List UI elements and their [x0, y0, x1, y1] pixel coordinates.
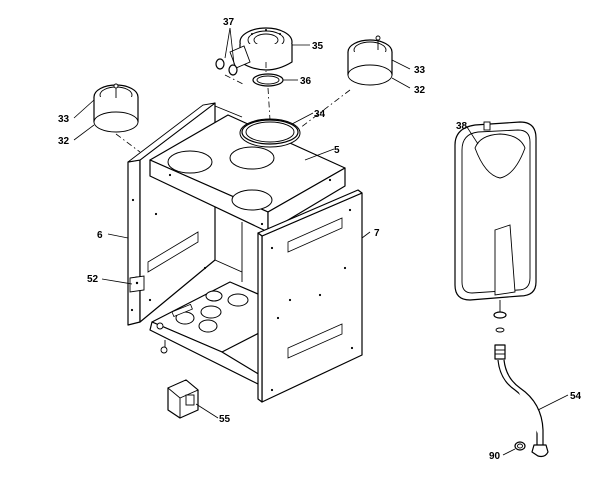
hose-54 — [493, 311, 549, 458]
right-front-panel — [257, 189, 363, 403]
label-33-right: 33 — [414, 65, 426, 76]
leader-lines — [73, 27, 569, 456]
seal-36 — [252, 73, 284, 87]
label-54: 54 — [570, 391, 582, 402]
front-panel-slot-top — [287, 217, 343, 253]
left-panel-slot — [147, 231, 199, 273]
label-36: 36 — [300, 76, 312, 87]
label-6: 6 — [97, 230, 103, 241]
alignment-lines — [115, 62, 351, 153]
gasket-34 — [241, 119, 299, 145]
label-32-left: 32 — [58, 136, 70, 147]
label-38: 38 — [456, 121, 468, 132]
label-32-right: 32 — [414, 85, 426, 96]
left-flue-assembly — [93, 83, 139, 133]
flue-adapter-35 — [229, 27, 293, 71]
rear-frame — [214, 105, 243, 282]
label-33-left: 33 — [58, 114, 70, 125]
expansion-vessel-38 — [454, 121, 537, 312]
label-5: 5 — [334, 145, 340, 156]
bracket-55 — [167, 379, 199, 419]
top-plate-hole-center — [229, 146, 275, 170]
label-35: 35 — [312, 41, 324, 52]
thermostat-52 — [129, 275, 145, 293]
top-plate-hole-left — [167, 150, 213, 174]
label-52: 52 — [87, 274, 99, 285]
part-labels: 37 35 36 34 5 33 32 33 32 6 7 52 38 54 5… — [58, 17, 582, 462]
top-plate-hole-front — [231, 189, 273, 211]
label-37: 37 — [223, 17, 235, 28]
label-55: 55 — [219, 414, 231, 425]
screws-37 — [215, 58, 238, 76]
label-7: 7 — [374, 228, 380, 239]
front-panel-slot-bottom — [287, 323, 343, 359]
right-flue-assembly — [347, 35, 393, 86]
label-34: 34 — [314, 109, 326, 120]
label-90: 90 — [489, 451, 501, 462]
washer-90 — [514, 441, 526, 451]
